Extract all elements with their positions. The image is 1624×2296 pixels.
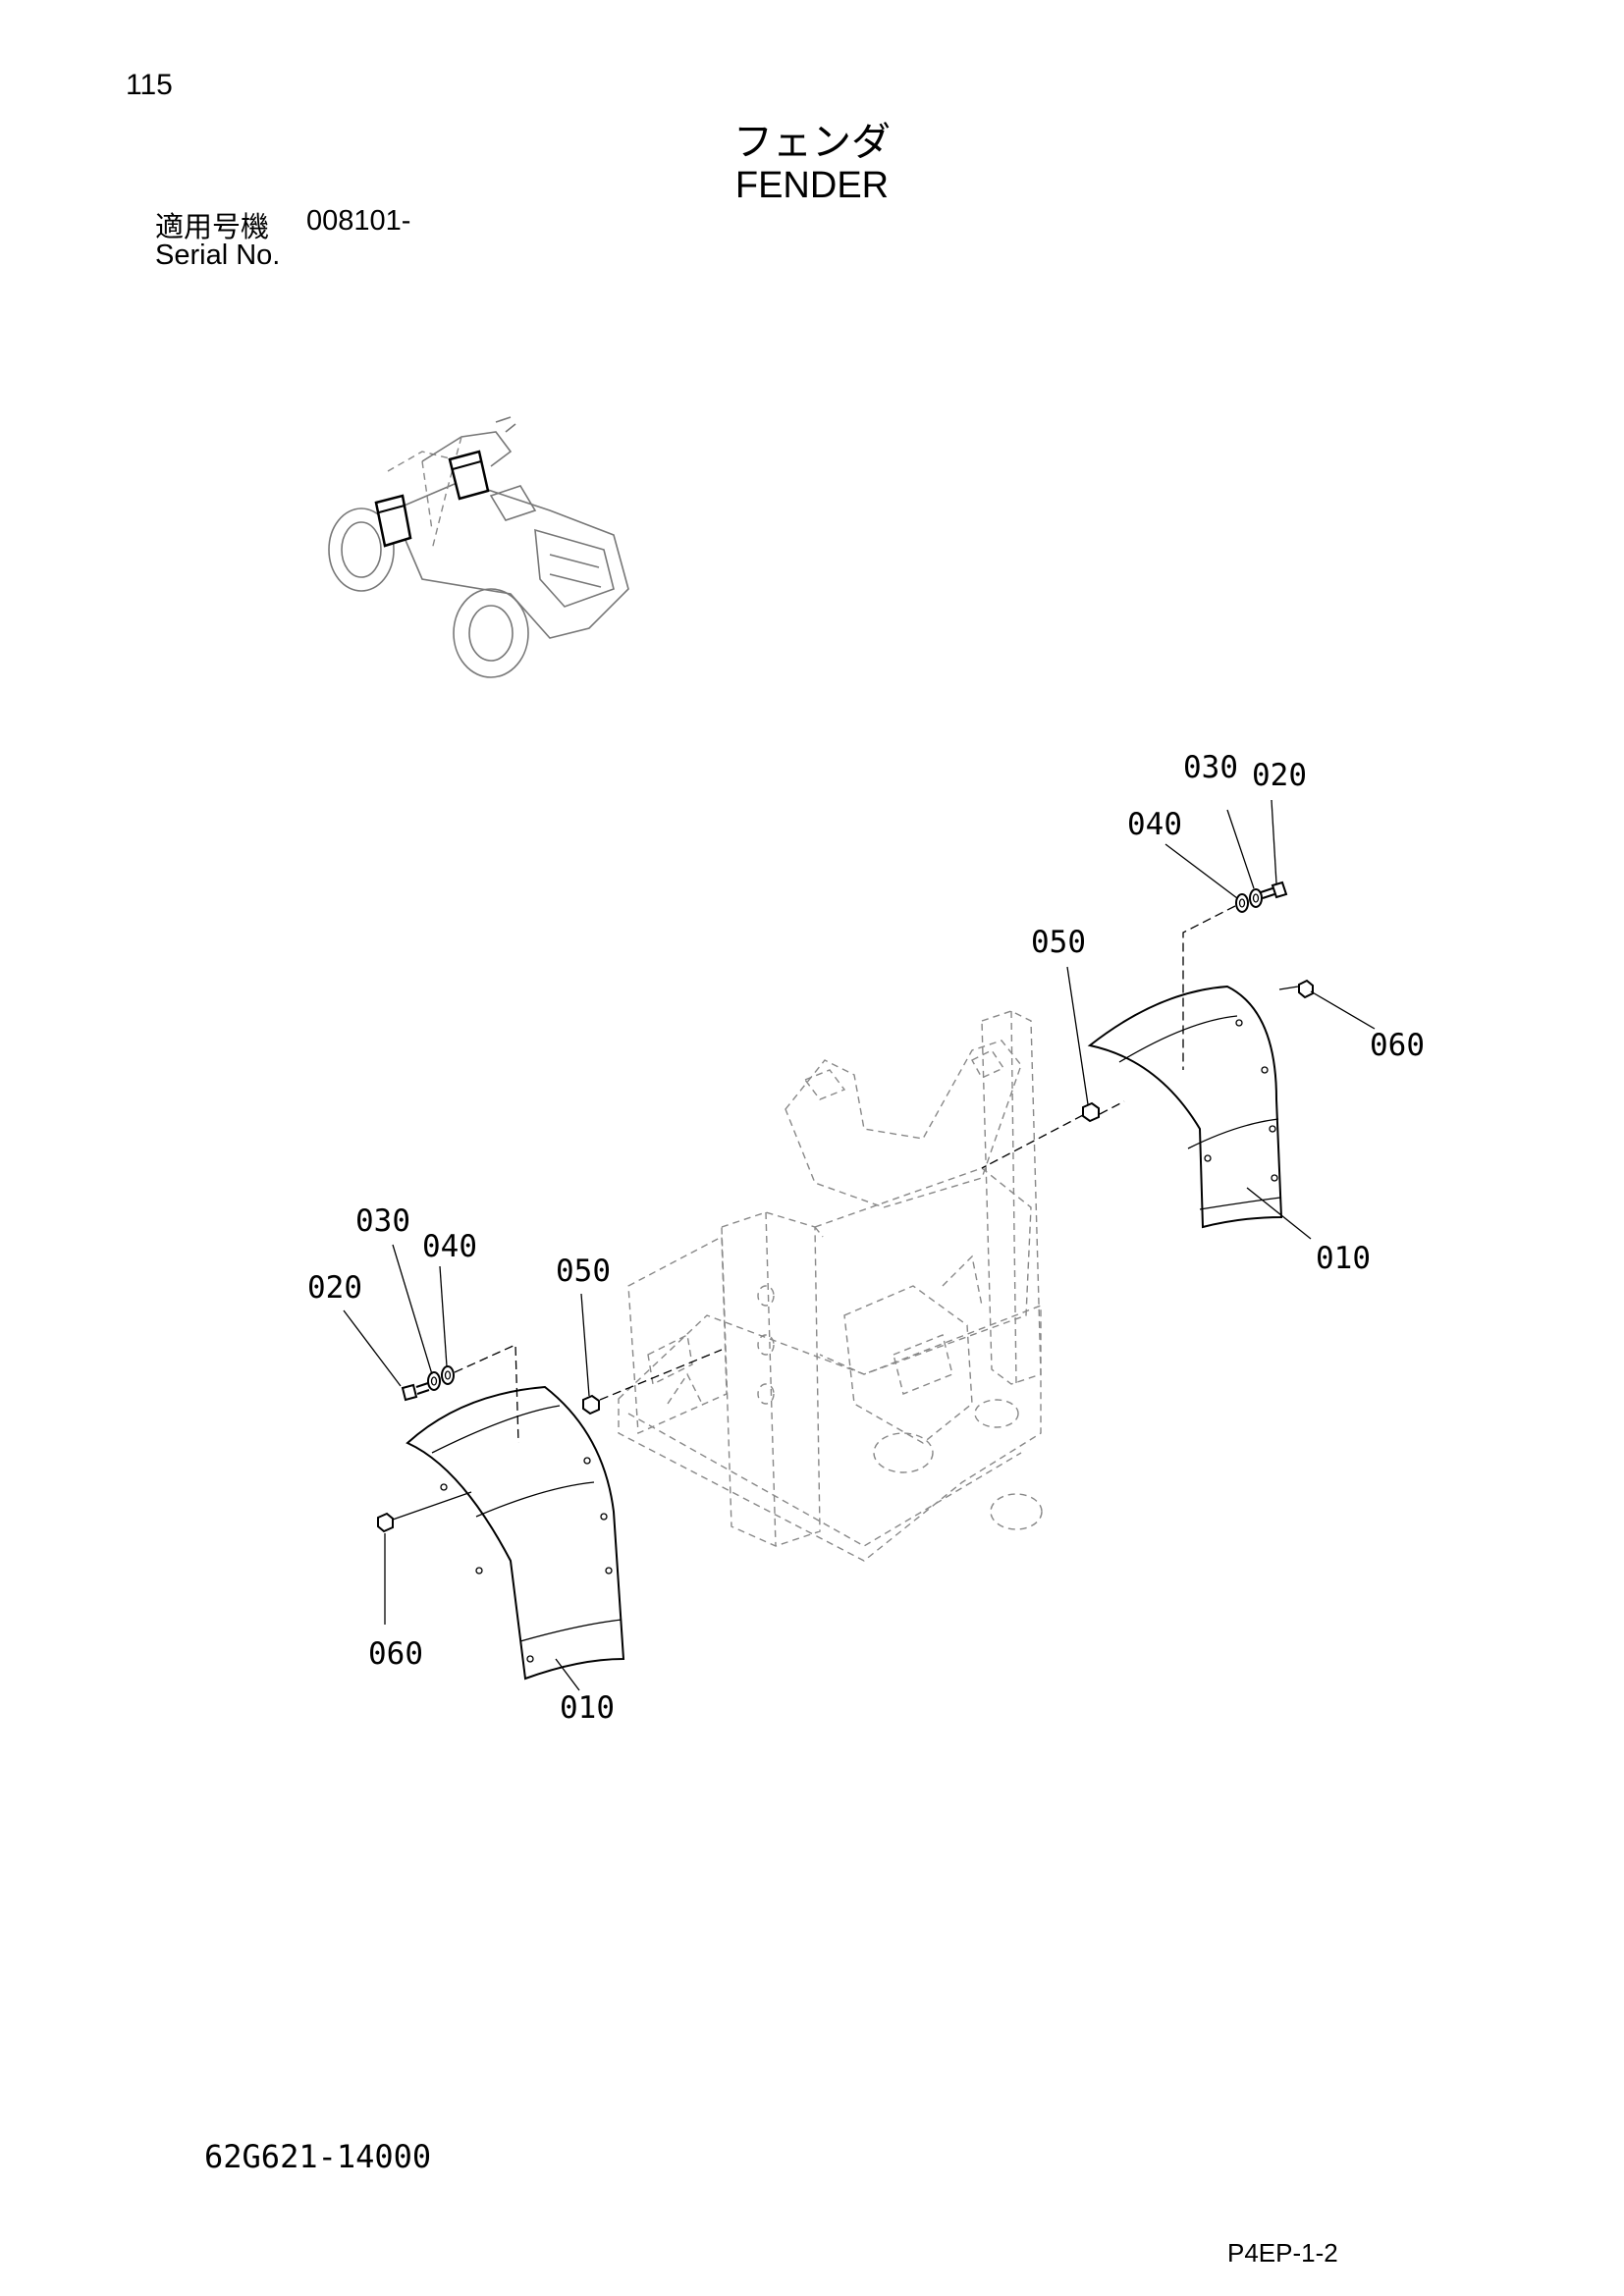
- callout-060-right: 060: [1370, 1028, 1425, 1063]
- callout-leaders: [343, 799, 1376, 1691]
- callout-010-right: 010: [1316, 1241, 1371, 1276]
- overview-fender-rear: [374, 494, 412, 548]
- callout-020-right: 020: [1252, 758, 1307, 793]
- page-number: 115: [126, 69, 173, 101]
- machine-overview-illustration: [328, 416, 629, 678]
- right-fender-assembly: [981, 881, 1314, 1229]
- callout-030-left: 030: [355, 1203, 410, 1239]
- callout-020-left: 020: [307, 1270, 362, 1306]
- page-code: P4EP-1-2: [1227, 2238, 1338, 2268]
- callout-050-right: 050: [1031, 925, 1086, 960]
- overview-fender-front: [448, 450, 490, 501]
- left-fender-part-010: [406, 1385, 625, 1681]
- page-title-japanese: フェンダ: [733, 120, 891, 165]
- serial-label-english: Serial No.: [155, 240, 281, 271]
- callout-060-left: 060: [368, 1636, 423, 1672]
- serial-number-value: 008101-: [306, 205, 411, 237]
- left-fender-assembly: [377, 1344, 723, 1681]
- serial-label-japanese: 適用号機: [155, 210, 270, 243]
- main-frame-drawing: [618, 1010, 1043, 1562]
- drawing-number: 62G621-14000: [204, 2138, 432, 2175]
- right-fender-part-010: [1087, 985, 1283, 1229]
- callout-040-right: 040: [1127, 807, 1182, 842]
- callout-050-left: 050: [556, 1254, 611, 1289]
- callout-010-left: 010: [560, 1690, 615, 1726]
- page-title-english: FENDER: [734, 165, 890, 206]
- callout-040-left: 040: [422, 1229, 477, 1264]
- callout-030-right: 030: [1183, 750, 1238, 785]
